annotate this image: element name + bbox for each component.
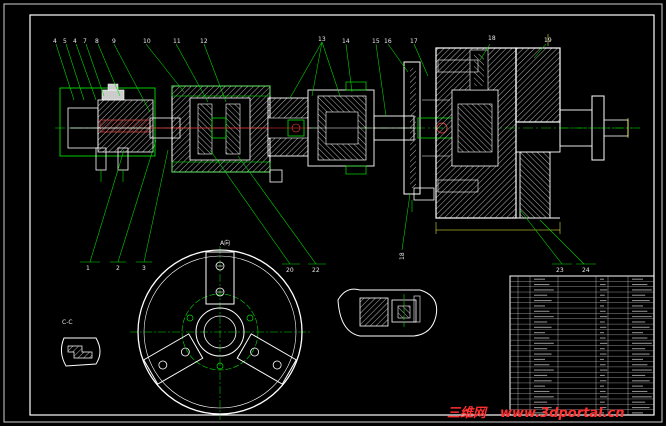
balloon-11: 11 xyxy=(173,38,181,45)
chuck-front-view: A向 xyxy=(130,239,310,420)
balloon-18: 18 xyxy=(488,35,496,42)
balloon-2: 2 xyxy=(116,265,120,272)
balloon-15: 15 xyxy=(372,38,380,45)
leader-lines xyxy=(55,41,596,265)
piston-rod xyxy=(262,97,312,183)
balloon-1: 1 xyxy=(86,265,90,272)
outer-frame xyxy=(3,3,663,423)
parts-list-table xyxy=(509,275,655,416)
output-shaft xyxy=(559,95,632,161)
balloon-4b: 4 xyxy=(73,38,77,45)
balloon-17: 17 xyxy=(410,38,418,45)
balloon-14: 14 xyxy=(342,38,350,45)
jaw-right xyxy=(143,333,204,385)
balloon-4a: 4 xyxy=(53,38,57,45)
balloon-22: 22 xyxy=(312,267,320,274)
balloon-19: 19 xyxy=(544,37,552,44)
balloon-16: 16 xyxy=(384,38,392,45)
middle-housing xyxy=(171,85,271,173)
rear-cylinder xyxy=(59,83,156,182)
view-a-label: A向 xyxy=(220,239,230,247)
balloon-12: 12 xyxy=(200,38,208,45)
top-balloon-labels: 4 5 4 7 8 9 10 11 12 13 14 15 16 17 18 1… xyxy=(53,35,552,45)
section-cc-view: C-C xyxy=(60,319,101,367)
main-assembly-view xyxy=(55,34,640,234)
balloon-9: 9 xyxy=(112,38,116,45)
watermark-url: www.3dportal.cn xyxy=(500,406,624,421)
balloon-23: 23 xyxy=(556,267,564,274)
jaw-top xyxy=(205,251,235,305)
inner-frame xyxy=(29,14,655,416)
jaw-detail-view xyxy=(337,288,438,337)
balloon-3: 3 xyxy=(142,265,146,272)
balloon-18-side: 18 xyxy=(399,252,406,260)
bottom-balloon-labels: 1 2 3 20 22 23 24 18 xyxy=(86,252,590,274)
jaw-left xyxy=(236,333,297,385)
balloon-13: 13 xyxy=(318,36,326,43)
balloon-20: 20 xyxy=(286,267,294,274)
section-cc-label: C-C xyxy=(62,319,73,326)
balloon-10: 10 xyxy=(143,38,151,45)
headstock-housing xyxy=(435,47,561,219)
balloon-24: 24 xyxy=(582,267,590,274)
balloon-5: 5 xyxy=(63,38,67,45)
chuck-body xyxy=(307,81,375,175)
watermark: 三维网 www.3dportal.cn xyxy=(447,405,624,421)
balloon-8: 8 xyxy=(95,38,99,45)
watermark-cn: 三维网 xyxy=(447,405,488,421)
balloon-7: 7 xyxy=(83,38,87,45)
